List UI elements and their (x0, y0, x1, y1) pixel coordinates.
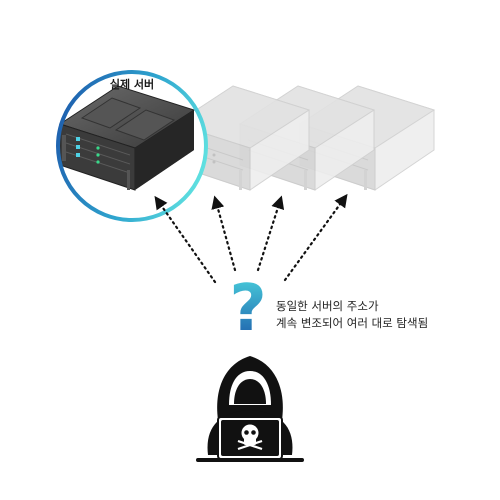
real-server-icon (58, 85, 196, 191)
arrow-to-ghost-server-3 (283, 193, 348, 282)
skull-icon (237, 424, 263, 451)
caption-line-1: 동일한 서버의 주소가 (276, 299, 379, 313)
arrow-to-ghost-server-1 (211, 195, 237, 272)
real-server-label: 실제 서버 (109, 78, 155, 91)
caption: 동일한 서버의 주소가 계속 변조되어 여러 대로 탐색됨 (276, 298, 428, 332)
laptop-base (196, 458, 304, 462)
caption-line-2: 계속 변조되어 여러 대로 탐색됨 (276, 316, 429, 330)
real-server-highlight-ring (56, 70, 208, 222)
hacker-icon (196, 356, 304, 462)
arrow-to-real-server (154, 195, 217, 284)
arrow-to-ghost-server-2 (256, 195, 285, 272)
probe-arrows (154, 193, 348, 284)
question-mark-icon: ? (229, 272, 266, 346)
